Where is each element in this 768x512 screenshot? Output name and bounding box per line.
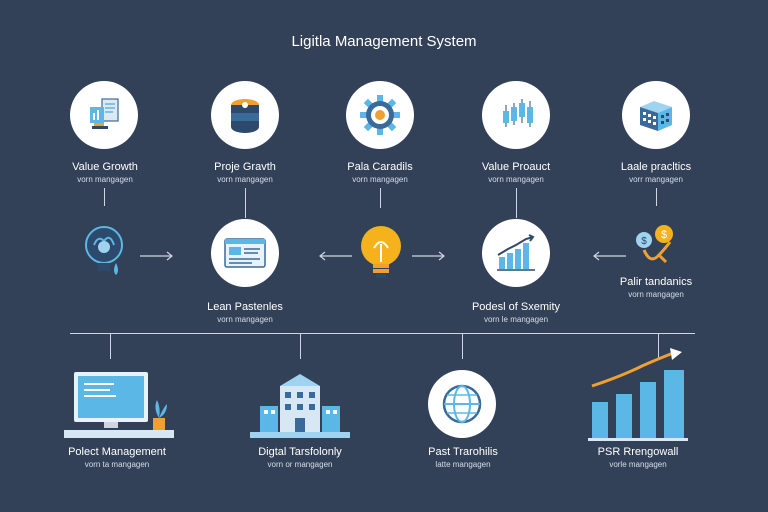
node-label-digtal-tarsfolonly: Digtal Tarsfolonly [258, 446, 342, 458]
node-sub-past-trarohilis: latte mangagen [435, 460, 491, 469]
document-chart-icon [70, 81, 138, 149]
diagram-title: Ligitla Management System [291, 33, 477, 50]
node-label-lean-pastenles: Lean Pastenles [207, 301, 283, 313]
connector-line [462, 333, 463, 359]
node-label-psr-rrengowall: PSR Rrengowall [597, 446, 679, 458]
connector-line [658, 333, 659, 359]
connector-line [300, 333, 301, 359]
node-sub-polect-management: vorn ta mangagen [84, 460, 150, 469]
node-label-pala-caradils: Pala Caradils [347, 161, 413, 173]
node-sub-laale-pracltics: vorr mangagen [629, 175, 683, 184]
connector-line [380, 188, 381, 208]
dashboard-window-icon [211, 219, 279, 287]
arrow-left-icon [593, 251, 626, 261]
head-brain-icon [80, 223, 130, 284]
bus-line [70, 333, 695, 334]
gear-icon [346, 81, 414, 149]
connector-line [104, 188, 105, 206]
node-sub-value-growth: vorn mangagen [77, 175, 133, 184]
growth-bars-icon [588, 348, 690, 447]
node-label-polect-management: Polect Management [68, 446, 166, 458]
globe-icon [428, 370, 496, 438]
node-sub-digtal-tarsfolonly: vorn or mangagen [267, 460, 333, 469]
node-label-podesl-of-sxemity: Podesl of Sxemity [471, 301, 561, 313]
lightbulb-icon [356, 222, 406, 287]
node-label-palir-tandanics: Palir tandanics [619, 276, 693, 288]
svg-text:$: $ [641, 236, 647, 247]
monitor-plant-icon [64, 368, 176, 445]
coins-flow-icon: $ $ [632, 222, 680, 275]
node-label-value-growth: Value Growth [72, 161, 138, 173]
node-sub-psr-rrengowall: vorle mangagen [609, 460, 667, 469]
node-label-laale-pracltics: Laale pracltics [620, 161, 692, 173]
connector-line [516, 188, 517, 218]
arrow-right-icon [412, 251, 445, 261]
node-label-proje-gravth: Proje Gravth [214, 161, 276, 173]
node-sub-value-proauct: vorn mangagen [488, 175, 544, 184]
node-sub-lean-pastenles: vorn mangagen [217, 315, 273, 324]
node-sub-podesl-of-sxemity: vorn le mangagen [483, 315, 549, 324]
svg-text:$: $ [661, 229, 667, 241]
city-buildings-icon [250, 372, 350, 445]
node-sub-pala-caradils: vorn mangagen [352, 175, 408, 184]
candlestick-chart-icon [482, 81, 550, 149]
node-sub-palir-tandanics: vorn mangagen [628, 290, 684, 299]
arrow-right-icon [140, 251, 173, 261]
node-sub-proje-gravth: vorn mangagen [217, 175, 273, 184]
connector-line [110, 333, 111, 359]
bar-chart-icon [482, 219, 550, 287]
node-label-value-proauct: Value Proauct [481, 161, 551, 173]
connector-line [656, 188, 657, 206]
node-label-past-trarohilis: Past Trarohilis [428, 446, 498, 458]
connector-line [245, 188, 246, 218]
arrow-left-icon [319, 251, 352, 261]
database-stack-icon [211, 81, 279, 149]
server-blocks-icon [622, 81, 690, 149]
